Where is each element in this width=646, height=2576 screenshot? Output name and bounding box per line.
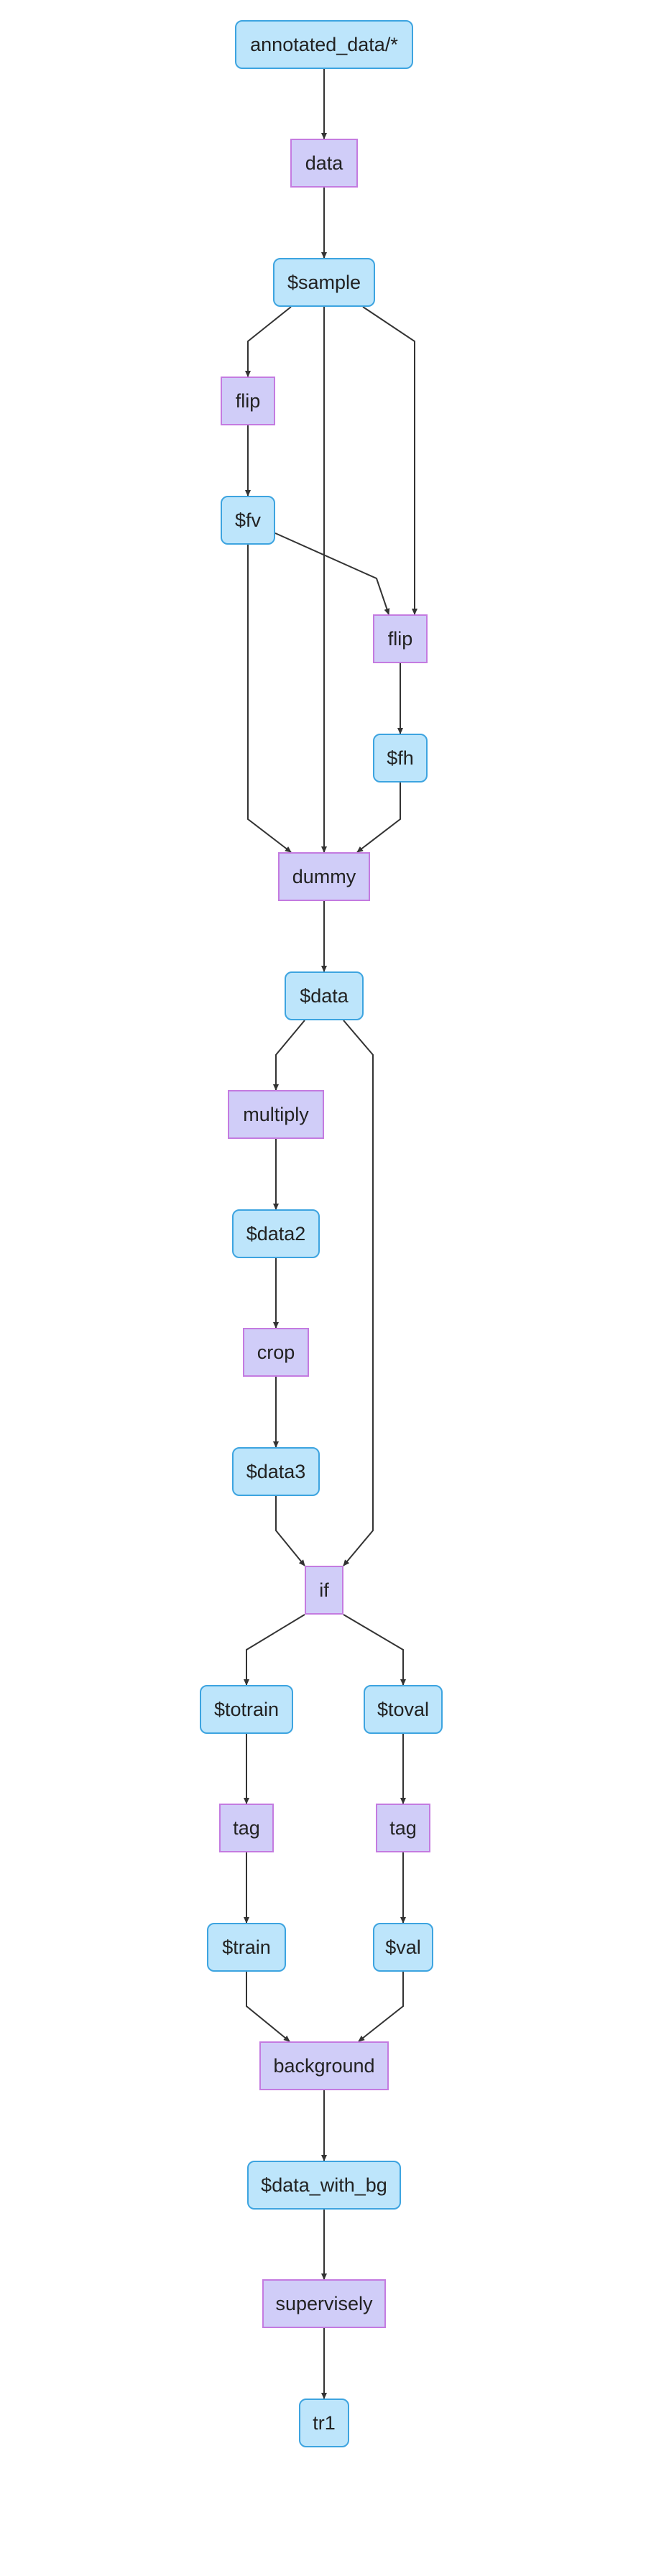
edge-fv-to-dummy xyxy=(247,545,292,853)
edge-data3-to-if xyxy=(275,1496,305,1566)
operation-node-tag1: tag xyxy=(219,1804,274,1852)
variable-node-data-with-bg: $data_with_bg xyxy=(247,2161,401,2210)
edge-data_var-to-multiply xyxy=(273,1020,305,1091)
operation-node-dummy: dummy xyxy=(278,852,370,901)
edge-if-to-totrain xyxy=(244,1614,305,1686)
edge-val-to-background xyxy=(358,1972,404,2042)
edge-fv-to-flip2 xyxy=(274,532,390,615)
operation-node-multiply: multiply xyxy=(228,1090,324,1139)
operation-node-data-op: data xyxy=(290,139,358,188)
edge-sample-to-flip2 xyxy=(362,306,417,615)
edge-sample-to-flip1 xyxy=(245,306,292,377)
operation-node-tag2: tag xyxy=(376,1804,430,1852)
variable-node-data3: $data3 xyxy=(232,1447,320,1496)
variable-node-totrain: $totrain xyxy=(200,1685,293,1734)
variable-node-toval: $toval xyxy=(364,1685,443,1734)
operation-node-if: if xyxy=(305,1566,343,1615)
variable-node-fh: $fh xyxy=(373,734,428,783)
edge-data_var-to-if xyxy=(343,1020,374,1566)
variable-node-train: $train xyxy=(207,1923,286,1972)
operation-node-flip1: flip xyxy=(221,377,275,425)
operation-node-supervisely: supervisely xyxy=(262,2279,386,2328)
edge-fh-to-dummy xyxy=(356,783,401,853)
operation-node-background: background xyxy=(259,2041,389,2090)
variable-node-src: annotated_data/* xyxy=(235,20,413,69)
edge-train-to-background xyxy=(246,1972,290,2042)
variable-node-sample: $sample xyxy=(273,258,375,307)
variable-node-data2: $data2 xyxy=(232,1209,320,1258)
operation-node-flip2: flip xyxy=(373,614,428,663)
operation-node-crop: crop xyxy=(243,1328,309,1377)
variable-node-fv: $fv xyxy=(221,496,275,545)
edge-if-to-toval xyxy=(343,1614,406,1686)
variable-node-data-var: $data xyxy=(285,971,364,1020)
variable-node-val: $val xyxy=(373,1923,433,1972)
variable-node-tr1: tr1 xyxy=(299,2399,349,2447)
